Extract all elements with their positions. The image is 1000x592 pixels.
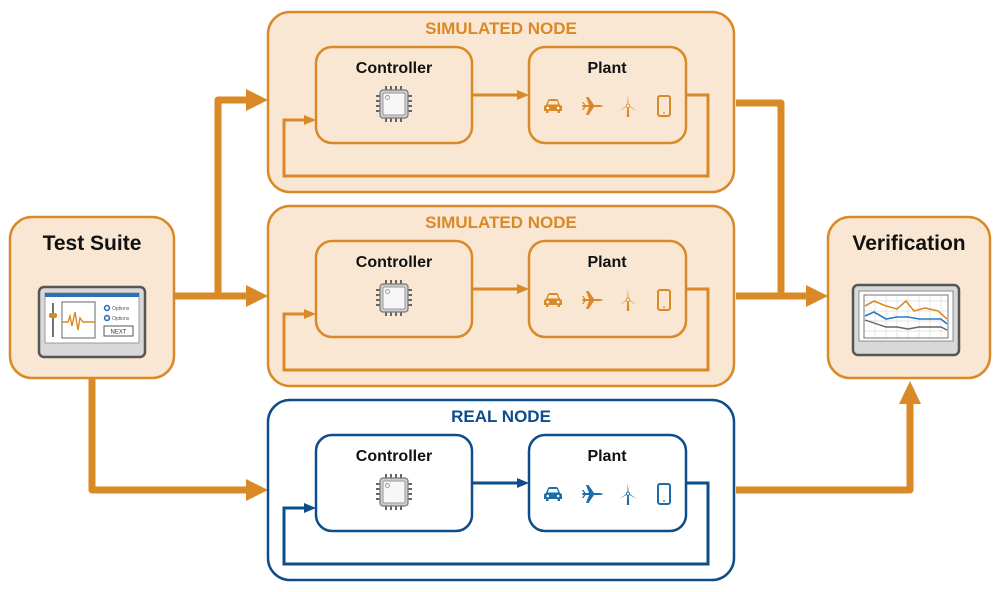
node-label: SIMULATED NODE xyxy=(425,213,577,232)
arrowhead-icon xyxy=(517,478,529,488)
controller-title: Controller xyxy=(356,254,432,271)
arrowhead-icon xyxy=(246,479,268,501)
plant-block[interactable]: Plant xyxy=(527,433,688,533)
simulated-node-1[interactable]: SIMULATED NODE Controller Plant xyxy=(266,10,736,194)
arrowhead-icon xyxy=(246,89,268,111)
verification-chart-monitor-icon xyxy=(851,283,961,357)
internal-loop-arrows xyxy=(282,287,710,372)
plant-title: Plant xyxy=(587,448,627,465)
arrowhead-icon xyxy=(517,284,529,294)
plant-block[interactable]: Plant xyxy=(527,239,688,339)
controller-block[interactable]: Controller xyxy=(314,433,474,533)
test-suite-screen-icon: Options Options NEXT xyxy=(37,285,147,359)
arrowhead-icon xyxy=(304,309,316,319)
plant-block[interactable]: Plant xyxy=(527,45,688,145)
verification-block[interactable]: Verification xyxy=(826,215,992,380)
plant-title: Plant xyxy=(587,254,627,271)
arrow-testsuite-to-sim1 xyxy=(174,96,248,300)
arrow-sim1-to-verification xyxy=(736,99,785,296)
arrowhead-icon xyxy=(246,285,268,307)
real-node[interactable]: REAL NODE Controller Plant xyxy=(266,398,736,582)
screen-next-button: NEXT xyxy=(110,330,126,336)
arrow-real-to-verification xyxy=(736,402,914,494)
feedback-loop-arrow xyxy=(282,481,710,566)
test-suite-block[interactable]: Test Suite Options Options NEXT xyxy=(8,215,176,380)
arrowhead-icon xyxy=(304,503,316,513)
screen-option-1: Options xyxy=(112,306,130,312)
controller-title: Controller xyxy=(356,60,432,77)
arrow-testsuite-to-real xyxy=(88,378,248,494)
microchip-icon xyxy=(375,279,413,317)
microchip-icon xyxy=(375,473,413,511)
arrowhead-icon xyxy=(304,115,316,125)
plant-title: Plant xyxy=(587,60,627,77)
screen-option-2: Options xyxy=(112,316,130,322)
arrowheads xyxy=(246,89,921,501)
feedback-loop-arrow xyxy=(282,287,710,372)
arrowhead-icon xyxy=(899,381,921,404)
controller-title: Controller xyxy=(356,448,432,465)
simulated-node-2[interactable]: SIMULATED NODE Controller Plant xyxy=(266,204,736,388)
feedback-loop-arrow xyxy=(282,93,710,178)
arrowhead-icon xyxy=(806,285,828,307)
controller-block[interactable]: Controller xyxy=(314,239,474,339)
verification-title: Verification xyxy=(852,232,965,255)
controller-block[interactable]: Controller xyxy=(314,45,474,145)
node-label: REAL NODE xyxy=(451,407,551,426)
arrowhead-icon xyxy=(517,90,529,100)
connectors xyxy=(88,96,914,494)
internal-loop-arrows xyxy=(282,93,710,178)
microchip-icon xyxy=(375,85,413,123)
test-suite-title: Test Suite xyxy=(43,232,142,255)
internal-loop-arrows xyxy=(282,481,710,566)
node-label: SIMULATED NODE xyxy=(425,19,577,38)
